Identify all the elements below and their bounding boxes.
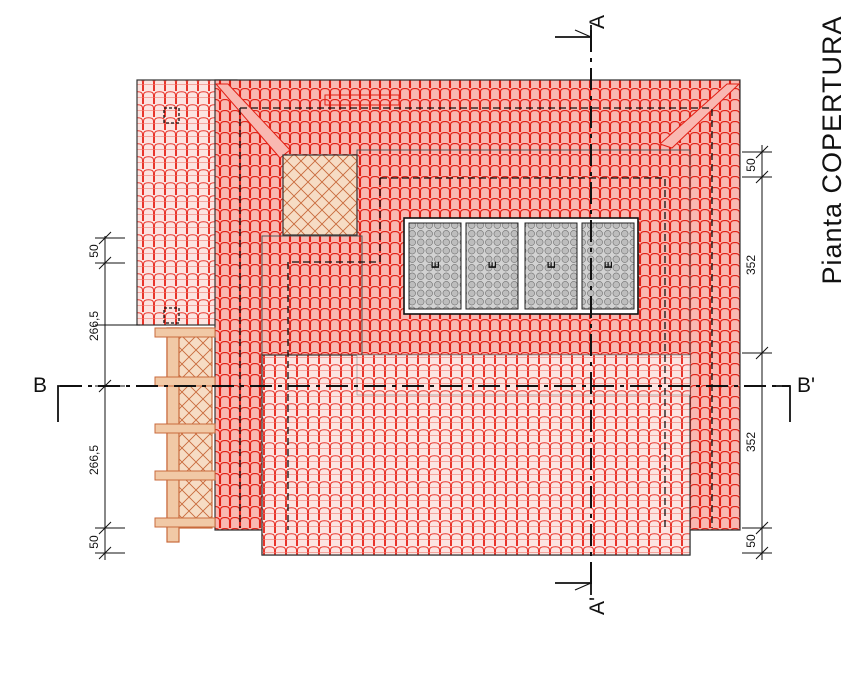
dim-left-4: 50	[87, 535, 101, 549]
solar-panel-2	[465, 222, 519, 310]
dim-left-3: 266,5	[87, 445, 101, 475]
chimney-top	[163, 107, 180, 124]
dim-left-1: 50	[87, 244, 101, 258]
hip-ridge-right	[659, 83, 741, 149]
solar-panel-3	[524, 222, 578, 310]
lower-roof-inset	[356, 354, 691, 396]
section-line-b	[57, 385, 791, 422]
panel-label-4: E	[603, 261, 615, 268]
section-a-prime-label: A'	[586, 597, 609, 615]
ridge-vent	[324, 94, 400, 106]
dim-right-3: 352	[744, 432, 758, 452]
dimension-chain-left	[95, 231, 140, 560]
dim-right-1: 50	[744, 158, 758, 172]
panel-label-3: E	[546, 261, 558, 268]
dimension-chain-right	[742, 145, 772, 560]
panel-label-2: E	[487, 261, 499, 268]
chimney-bottom	[163, 307, 180, 324]
section-line-a	[555, 25, 592, 595]
dim-right-2: 352	[744, 255, 758, 275]
pergola	[154, 327, 216, 543]
section-a-label: A	[586, 15, 609, 29]
section-b-label: B	[33, 374, 47, 397]
solar-panel-1	[408, 222, 462, 310]
wall-outline-dashed	[239, 107, 713, 530]
section-b-prime-label: B'	[797, 374, 815, 397]
solar-panels	[408, 222, 635, 310]
dim-left-2: 266,5	[87, 311, 101, 341]
hip-ridge-left	[214, 83, 291, 159]
terrace-lattice	[282, 154, 358, 236]
panel-label-1: E	[430, 261, 442, 268]
drawing-title: Pianta COPERTURA	[817, 15, 847, 285]
title-area: Pianta COPERTURA	[812, 0, 852, 300]
dim-right-4: 50	[744, 534, 758, 548]
